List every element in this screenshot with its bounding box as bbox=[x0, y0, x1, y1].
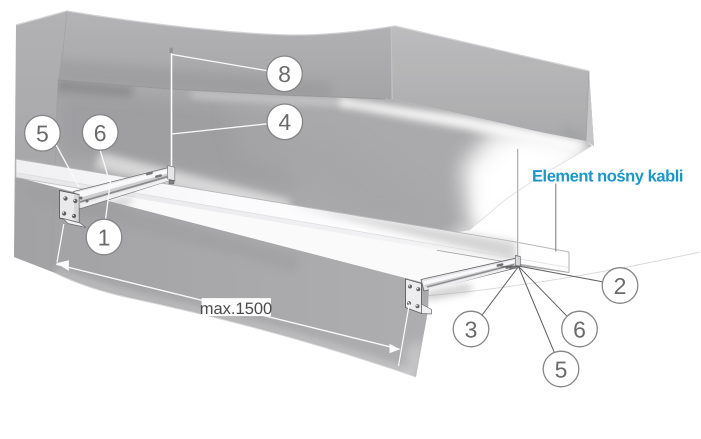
svg-text:6: 6 bbox=[573, 316, 586, 342]
svg-text:max.1500: max.1500 bbox=[200, 300, 272, 318]
svg-text:6: 6 bbox=[94, 120, 107, 146]
svg-text:8: 8 bbox=[278, 61, 291, 87]
svg-text:5: 5 bbox=[36, 121, 49, 147]
svg-text:4: 4 bbox=[278, 109, 291, 135]
svg-text:2: 2 bbox=[614, 273, 627, 299]
svg-text:3: 3 bbox=[465, 316, 478, 342]
svg-text:Element nośny kabli: Element nośny kabli bbox=[532, 167, 683, 185]
svg-text:5: 5 bbox=[555, 356, 568, 382]
svg-text:1: 1 bbox=[98, 224, 111, 250]
